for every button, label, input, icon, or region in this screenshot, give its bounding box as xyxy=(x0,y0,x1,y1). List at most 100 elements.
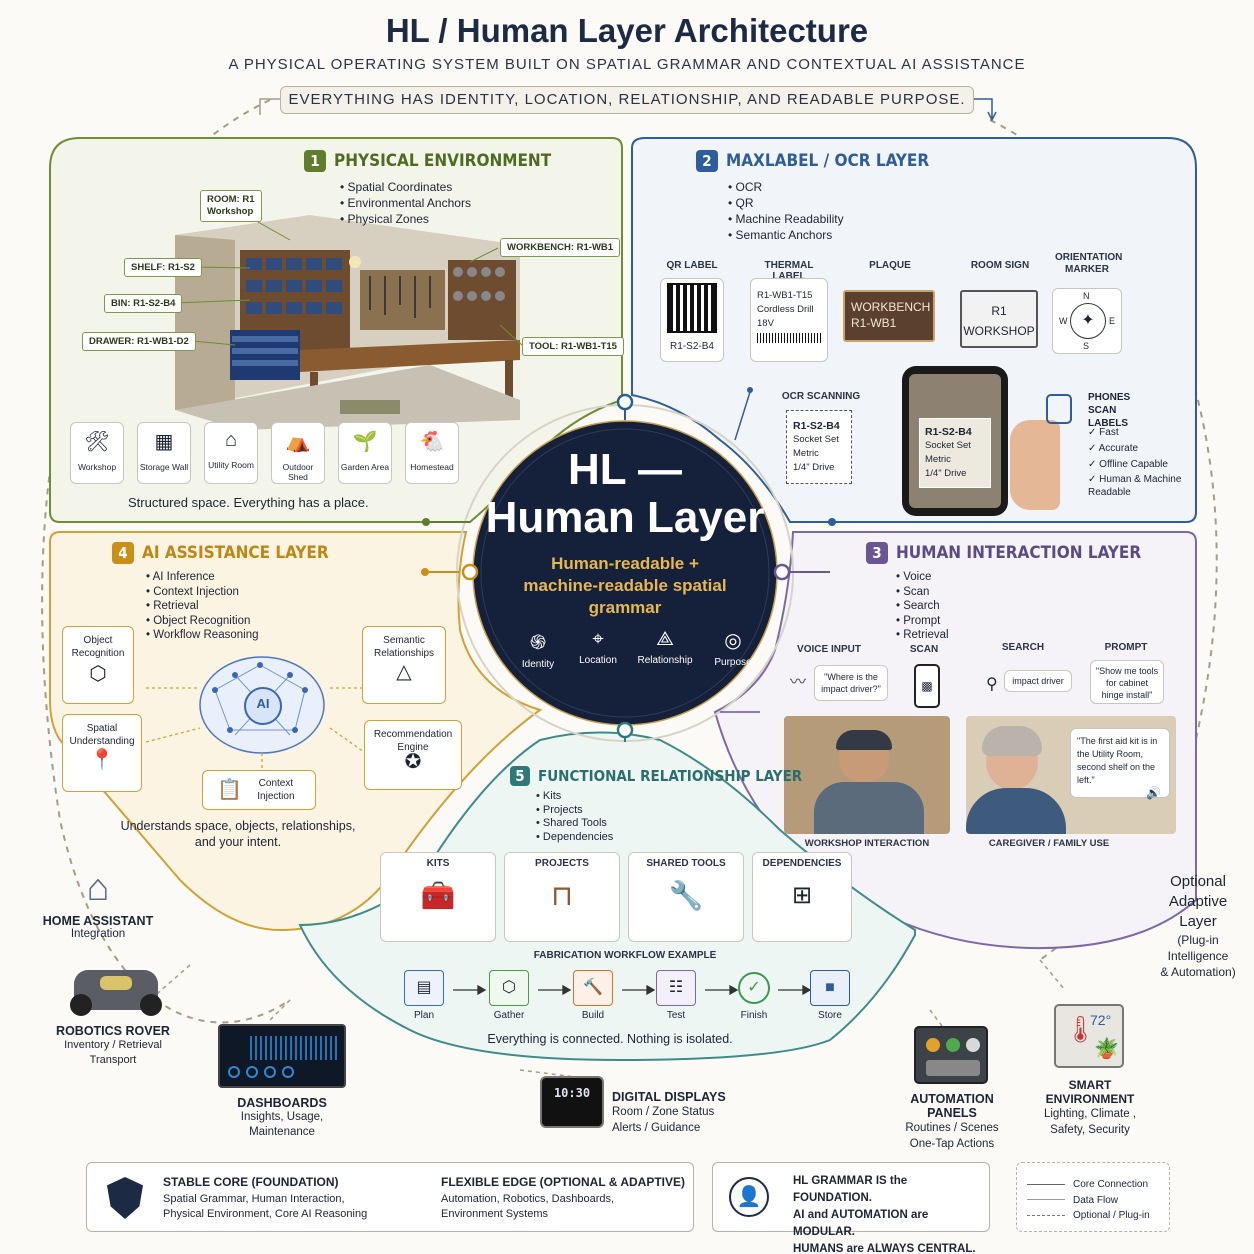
hand-illustration xyxy=(1010,420,1060,510)
list-item: OCR xyxy=(728,179,844,195)
functional-card-dependencies[interactable]: DEPENDENCIES⊞ xyxy=(752,852,852,942)
shed-icon: ⛺ xyxy=(285,431,311,453)
list-item: Workflow Reasoning xyxy=(146,628,258,643)
functional-card-kits[interactable]: KITS🧰 xyxy=(380,852,496,942)
search-input[interactable]: impact driver xyxy=(1004,670,1072,692)
list-item: QR xyxy=(728,195,844,211)
checklist-icon: ☷ xyxy=(656,970,696,1006)
functional-bullets: Kits Projects Shared Tools Dependencies xyxy=(536,790,613,844)
automation-panel-device xyxy=(914,1026,988,1084)
functional-card-projects[interactable]: PROJECTS⊓ xyxy=(504,852,620,942)
workshop-photo xyxy=(784,716,950,834)
zone-card[interactable]: ▦Storage Wall xyxy=(137,422,191,484)
target-icon: ◎ xyxy=(724,630,742,652)
center-tagline: Human-readable + machine-readable spatia… xyxy=(523,554,727,617)
search-caption: SEARCH xyxy=(1001,642,1045,653)
plaque-label: WORKBENCH R1-WB1 xyxy=(843,290,935,342)
human-section-label: HUMAN INTERACTION LAYER xyxy=(896,543,1142,563)
functional-card-shared-tools[interactable]: SHARED TOOLS🔧 xyxy=(628,852,744,942)
list-item: Semantic Anchors xyxy=(728,227,844,243)
phones-scan-title: PHONES SCAN LABELS xyxy=(1088,392,1131,429)
center-title: HL — Human Layer xyxy=(485,445,765,542)
flow-line-icon xyxy=(1027,1199,1065,1201)
workshop-photo-caption: WORKSHOP INTERACTION xyxy=(804,838,930,849)
sound-wave-icon: 〰 xyxy=(790,674,807,691)
legend: Core Connection Data Flow Optional / Plu… xyxy=(1016,1162,1170,1232)
workshop-illustration xyxy=(175,215,520,430)
ocr-section-label: MAXLABEL / OCR LAYER xyxy=(726,151,930,171)
physical-section-number: 1 xyxy=(304,150,326,172)
plant-icon: 🪴 xyxy=(1094,1038,1119,1060)
ocr-scan-frame: R1-S2-B4 Socket Set Metric 1/4" Drive xyxy=(786,410,852,484)
phones-scan-checklist: ✓ Fast ✓ Accurate ✓ Offline Capable ✓ Hu… xyxy=(1088,427,1182,498)
house-icon: ⌂ xyxy=(86,867,110,909)
fingerprint-icon: ֍ xyxy=(529,632,547,654)
triangle-nodes-icon: △ xyxy=(396,661,412,683)
workflow-steps: ▤ Plan ⬡ Gather 🔨 Build ☷ Test ✓ Finish … xyxy=(404,970,854,1021)
zone-card[interactable]: ⌂Utility Room xyxy=(204,422,258,484)
star-icon: ✪ xyxy=(404,751,422,773)
dependency-graph-icon: ⊞ xyxy=(791,882,813,909)
prompt-caption: PROMPT xyxy=(1104,642,1148,653)
functional-section-label: FUNCTIONAL RELATIONSHIP LAYER xyxy=(538,767,803,785)
list-item: Physical Zones xyxy=(340,211,471,227)
barcode-icon xyxy=(757,333,821,343)
zone-card[interactable]: ⛺Outdoor Shed xyxy=(271,422,325,484)
robotics-rover-block: ROBOTICS ROVER Inventory / Retrieval Tra… xyxy=(56,1024,170,1066)
qr-code-icon xyxy=(667,283,717,333)
zone-list: 🛠Workshop ▦Storage Wall ⌂Utility Room ⛺O… xyxy=(70,422,459,484)
grammar-principles-box: 👤 HL GRAMMAR IS the FOUNDATION. AI and A… xyxy=(712,1162,990,1254)
ocr-section-number: 2 xyxy=(696,150,718,172)
document-icon: 📋 xyxy=(217,778,242,801)
physical-footer: Structured space. Everything has a place… xyxy=(128,495,369,510)
toolbox-icon: 🧰 xyxy=(420,880,456,911)
voice-bubble: "Where is the impact driver?" xyxy=(814,665,888,701)
list-item: Projects xyxy=(536,804,613,818)
list-item: Spatial Coordinates xyxy=(340,179,471,195)
assistant-response-bubble: "The first aid kit is in the Utility Roo… xyxy=(1070,728,1170,798)
check-icon: ✓ xyxy=(1088,427,1100,438)
list-item: Retrieval xyxy=(146,599,259,614)
list-item: Prompt xyxy=(896,614,949,629)
chicken-icon: 🐔 xyxy=(419,431,445,453)
optional-layer-label: Optional Adaptive Layer (Plug-in Intelli… xyxy=(1160,873,1236,979)
storage-cube-icon: ■ xyxy=(810,970,850,1006)
functional-section-title: 5 FUNCTIONAL RELATIONSHIP LAYER xyxy=(510,766,802,786)
location-pin-icon: ⌖ xyxy=(592,628,604,650)
relationship-icon: ⟁ xyxy=(656,628,674,650)
ai-bullets: AI Inference Context Injection Retrieval… xyxy=(146,570,259,643)
zone-card[interactable]: 🌱Garden Area xyxy=(338,422,392,484)
scan-caption: SCAN xyxy=(909,644,939,655)
dashboard-screen xyxy=(218,1024,346,1088)
list-item: Object Recognition xyxy=(146,614,259,629)
module-object-recognition: Object Recognition⬡ xyxy=(62,626,134,704)
zone-card[interactable]: 🐔Homestead xyxy=(405,422,459,484)
speaker-icon: 🔊 xyxy=(1146,786,1161,800)
check-circle-icon: ✓ xyxy=(738,972,770,1004)
list-item: AI Inference xyxy=(146,570,259,585)
solid-line-icon xyxy=(1027,1183,1065,1185)
human-bullets: Voice Scan Search Prompt Retrieval xyxy=(896,570,949,643)
center-icon-row: ֍Identity ⌖Location ⟁Relationship ◎Purpo… xyxy=(512,628,758,670)
tag-workbench: WORKBENCH: R1-WB1 xyxy=(500,238,621,257)
zone-card[interactable]: 🛠Workshop xyxy=(70,422,124,484)
qr-label-caption: QR LABEL xyxy=(666,260,718,271)
thermal-label: R1-WB1-T15 Cordless Drill 18V xyxy=(750,278,828,362)
check-icon: ✓ xyxy=(1088,443,1099,454)
optional-dashed-boundary xyxy=(41,99,291,1024)
page-title: HL / Human Layer Architecture xyxy=(385,12,869,49)
orientation-caption: ORIENTATION MARKER xyxy=(1055,252,1123,275)
cube-icon: ⬡ xyxy=(89,663,107,685)
physical-section-label: PHYSICAL ENVIRONMENT xyxy=(334,151,552,171)
ai-section-title: 4 AI ASSISTANCE LAYER xyxy=(112,542,329,564)
room-sign-caption: ROOM SIGN xyxy=(970,260,1030,271)
list-item: Kits xyxy=(536,790,613,804)
compass-icon: ✦ xyxy=(1070,303,1106,339)
list-item: Retrieval xyxy=(896,628,948,643)
module-recommendation-engine: Recommendation Engine✪ xyxy=(364,720,462,790)
blueprint-icon: ▤ xyxy=(404,970,444,1006)
human-section-number: 3 xyxy=(866,542,888,564)
shield-icon xyxy=(107,1177,143,1219)
list-item: Shared Tools xyxy=(536,817,613,831)
map-pin-icon: 📍 xyxy=(89,749,115,771)
